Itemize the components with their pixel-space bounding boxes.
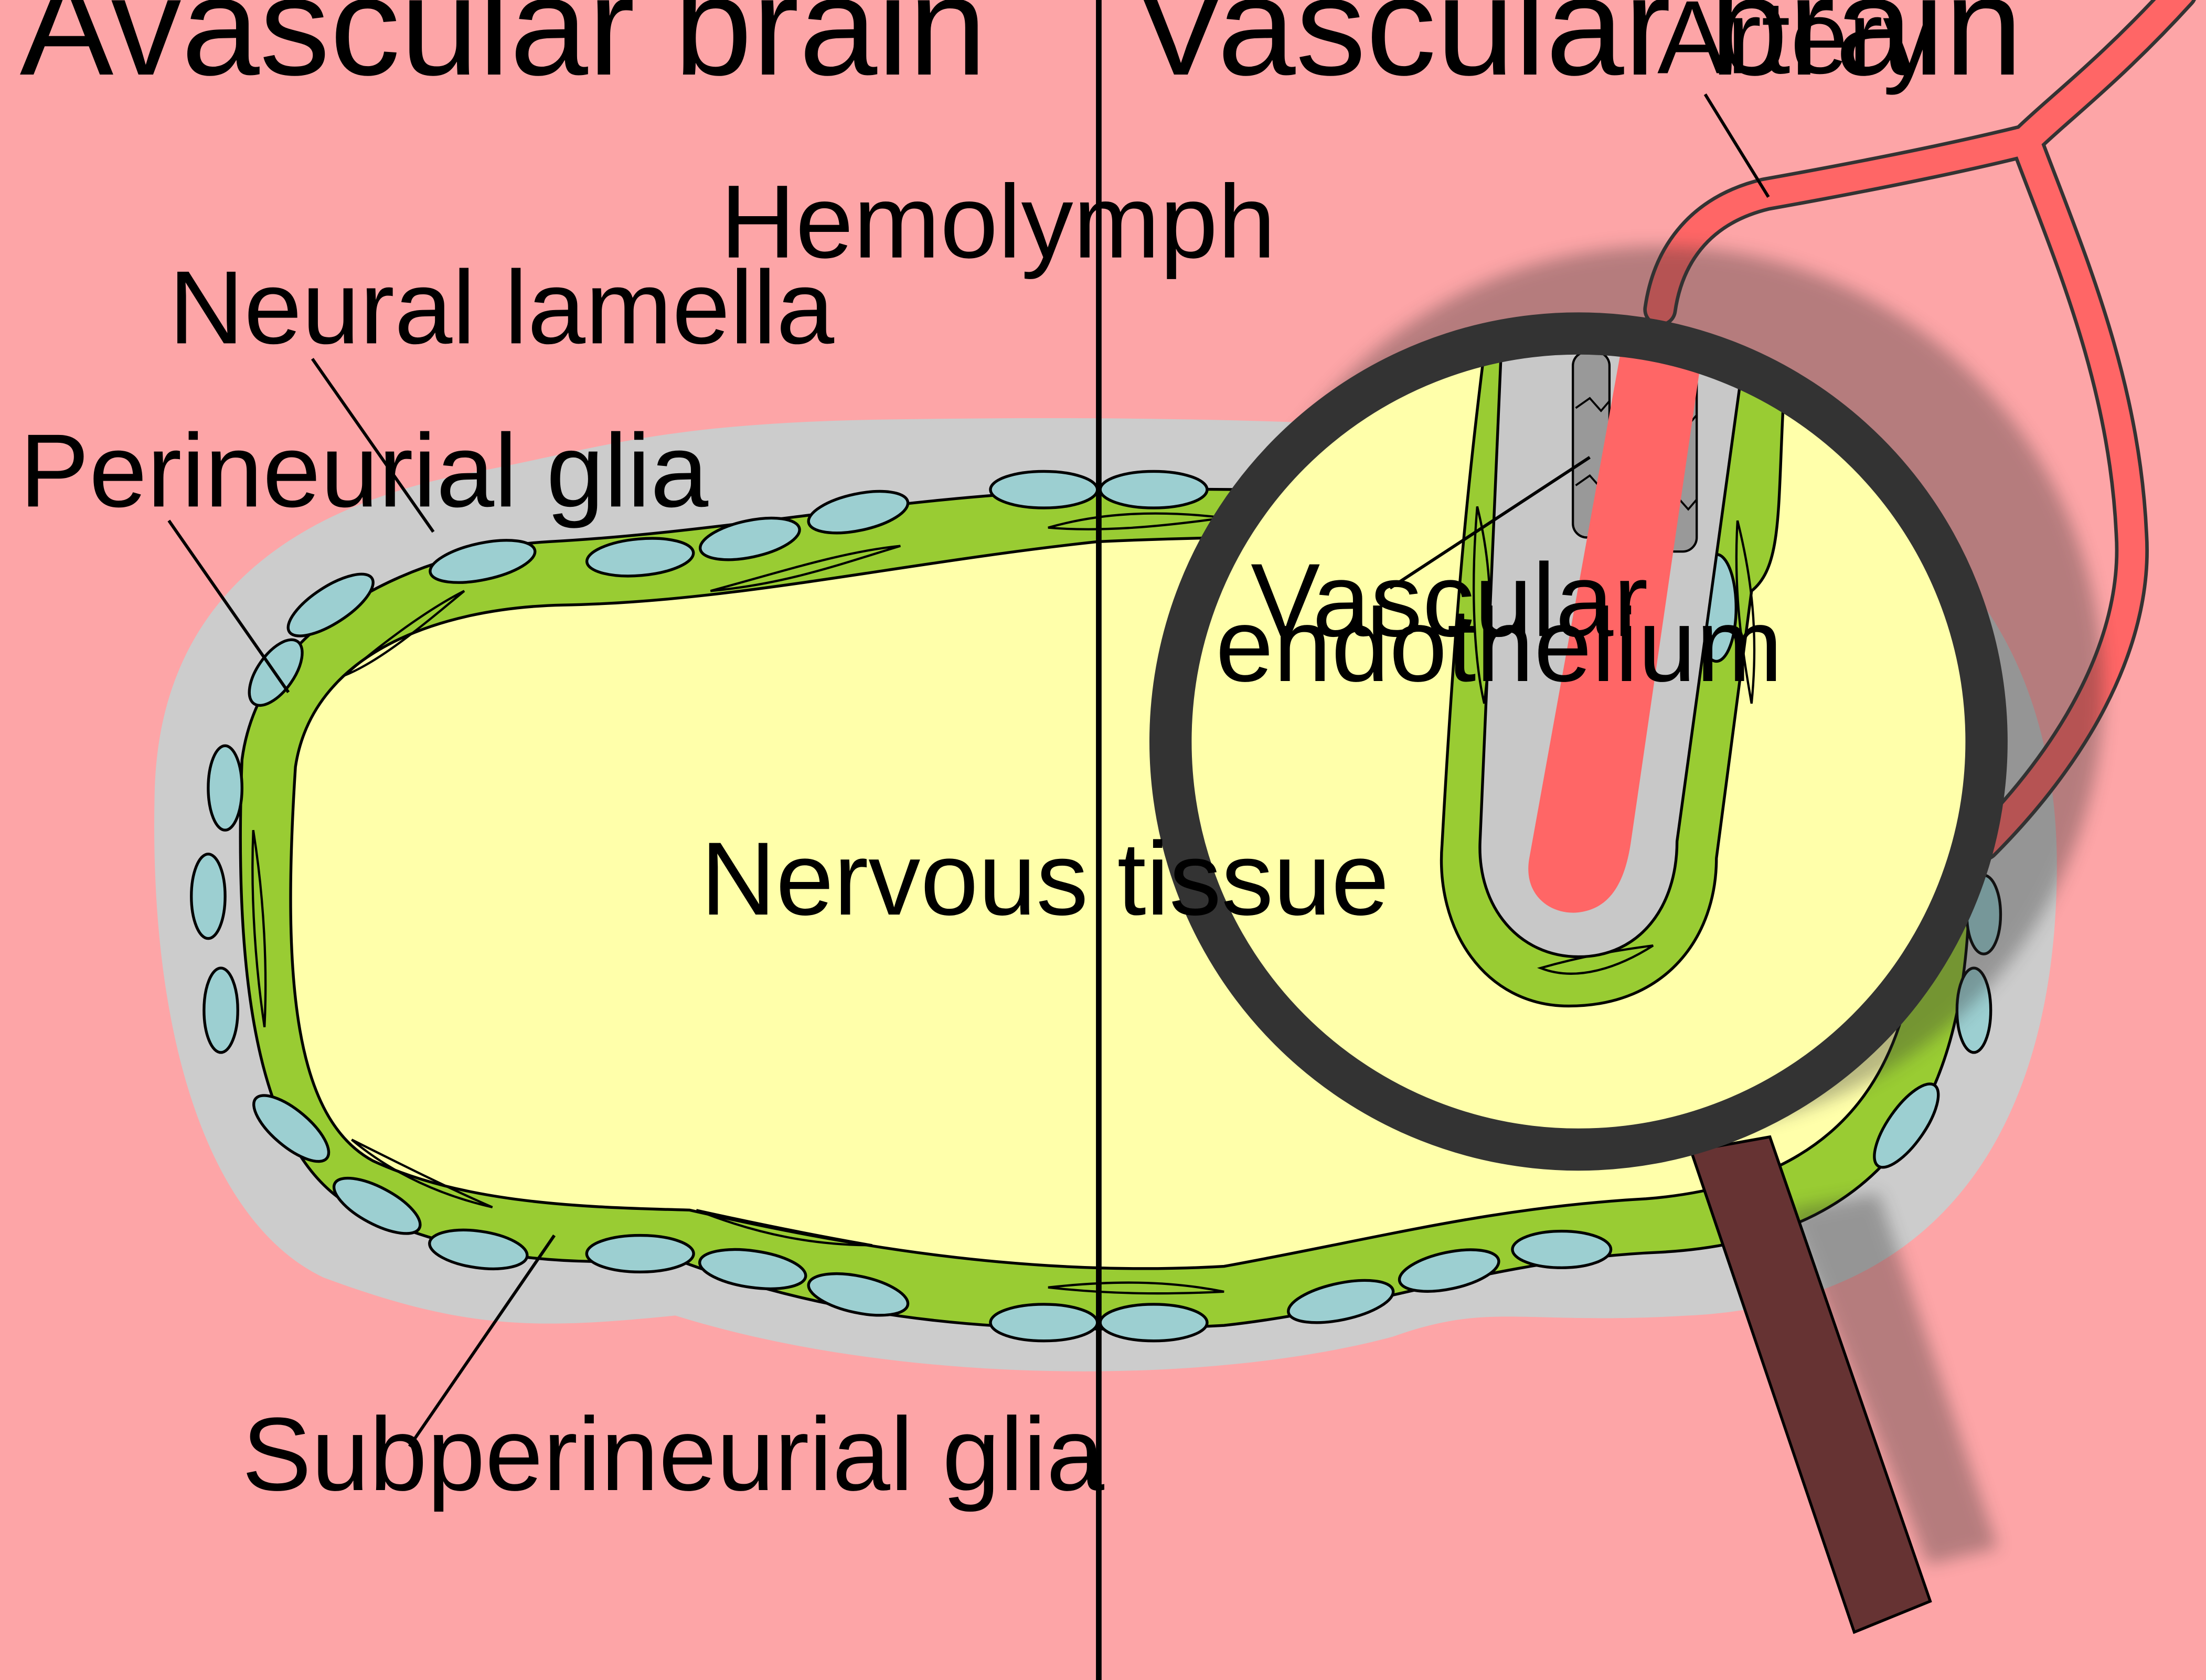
right-panel-title: Vascular brain xyxy=(1134,0,2022,104)
perineurial-glia-cell xyxy=(1398,1248,1500,1293)
perineurial-glia-cell xyxy=(252,1094,331,1163)
perineurial-glia-cell xyxy=(807,490,910,535)
leader-vascular-endothelium xyxy=(1389,456,1591,590)
perineurial-glia-cell xyxy=(332,1176,422,1235)
perineurial-glia-cell xyxy=(1511,1229,1613,1269)
leader-neural-lamella xyxy=(311,358,435,533)
perineurial-glia-label: Perineurial glia xyxy=(20,412,709,529)
perineurial-glia-cell xyxy=(1287,1279,1395,1324)
nervous-tissue-label: Nervous tissue xyxy=(701,821,1389,937)
leader-perineurial-glia xyxy=(167,519,290,694)
magnifier-rim xyxy=(1149,312,2008,1171)
hemolymph-label: Hemolymph xyxy=(720,164,1276,280)
perineurial-glia-cell xyxy=(1099,1303,1209,1343)
perineurial-glia-cell xyxy=(989,1303,1099,1343)
perineurial-glia-cell xyxy=(1099,470,1209,509)
perineurial-glia-cell xyxy=(207,744,243,832)
perineurial-glia-cell xyxy=(698,516,801,561)
perineurial-glia-cell xyxy=(585,537,695,578)
lens-artery-lumen xyxy=(1528,352,1702,913)
artery-label: Artery xyxy=(1657,0,1935,95)
perineurial-glia-cell xyxy=(1873,1082,1940,1169)
neural-lamella-label: Neural lamella xyxy=(169,249,835,366)
vascular-endothelium-label-line2: endothelium xyxy=(1216,587,1783,704)
magnifier-lens xyxy=(1170,333,1987,1150)
perineurial-glia-cell xyxy=(286,572,375,637)
perineurial-glia-cell xyxy=(989,470,1099,509)
perineurial-glia-cell xyxy=(190,853,227,940)
subperineurial-glia-label: Subperineurial glia xyxy=(242,1396,1104,1513)
leader-lines xyxy=(167,93,1770,1448)
perineurial-glia-cell xyxy=(807,1272,910,1317)
perineurial-glia-cell xyxy=(698,1248,807,1290)
perineurial-glia-cell xyxy=(429,539,537,584)
magnifier-handle xyxy=(1689,1135,1932,1634)
perineurial-glia-cell xyxy=(203,966,239,1054)
leader-artery xyxy=(1703,93,1770,198)
left-panel-title: Avascular brain xyxy=(20,0,987,104)
perineurial-glia-cell xyxy=(428,1228,529,1270)
leader-subperineurial-glia xyxy=(408,1234,556,1448)
vascular-endothelium-label-line1: Vascular xyxy=(1251,542,1648,658)
perineurial-glia-cell xyxy=(585,1234,695,1273)
